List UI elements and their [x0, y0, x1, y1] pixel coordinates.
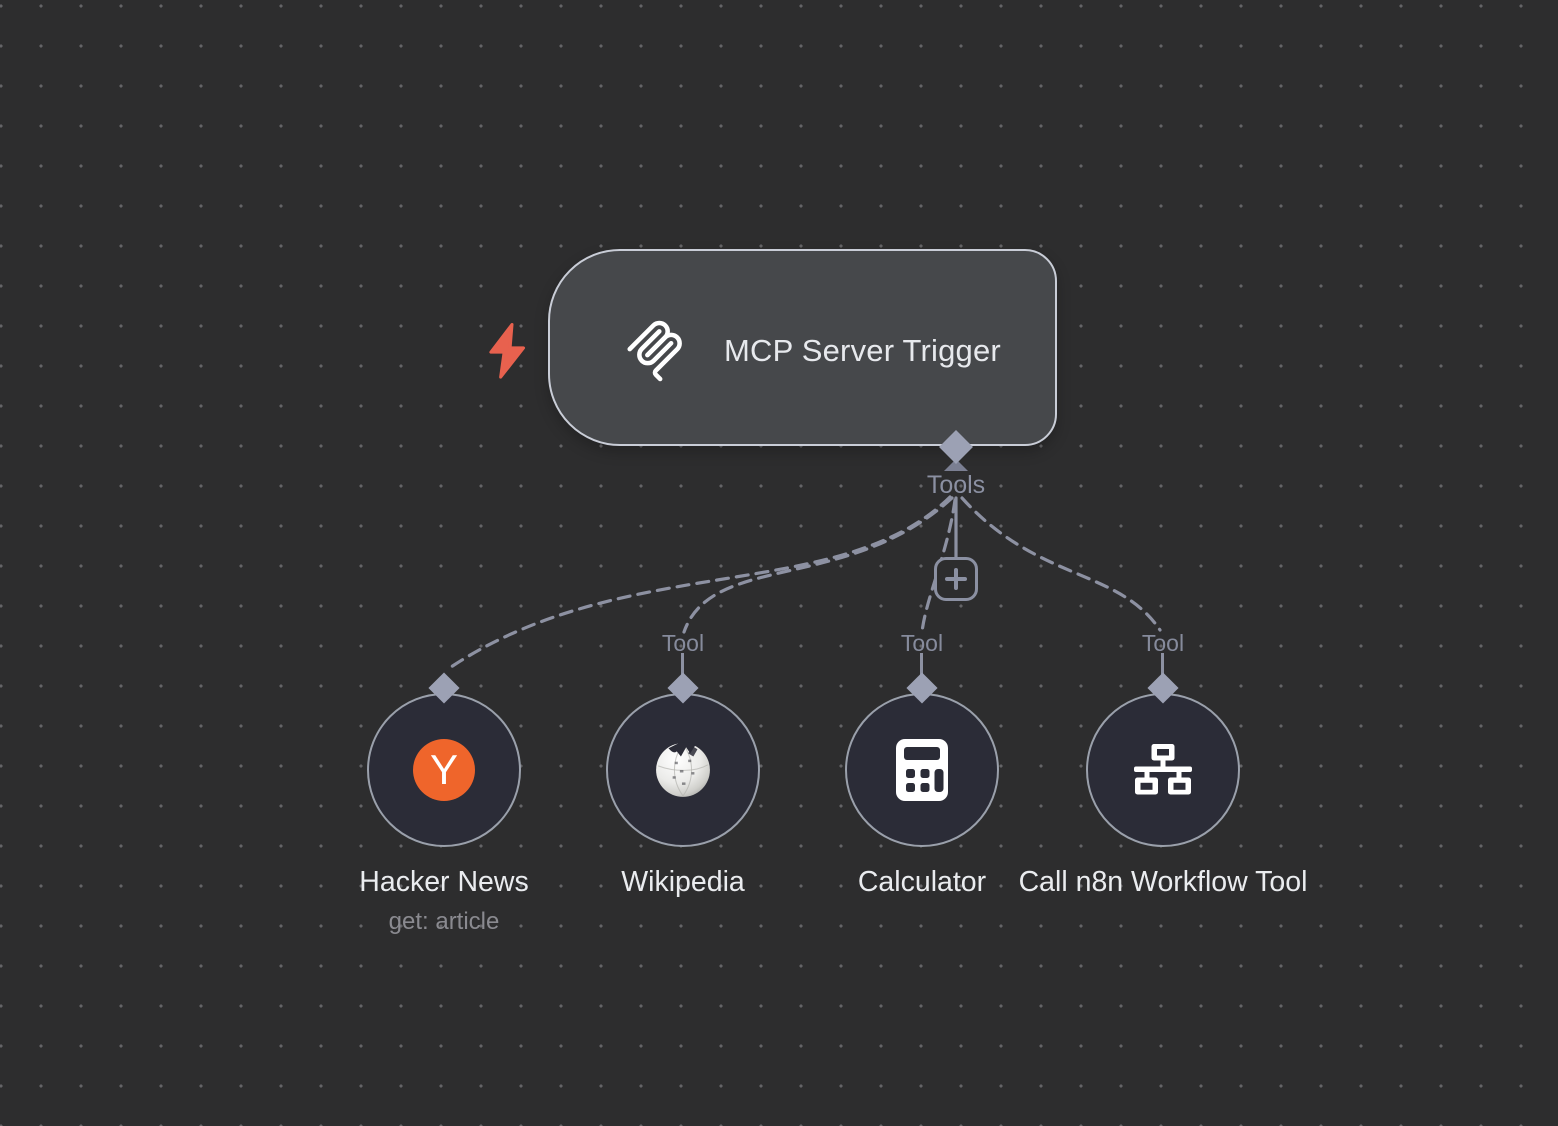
connection-wikipedia[interactable]	[682, 496, 954, 634]
tool-name-call-n8n-workflow-tool: Call n8n Workflow Tool	[1018, 866, 1308, 898]
port-stub-call-n8n-workflow-tool	[1161, 653, 1164, 675]
tool-node-wikipedia[interactable]	[606, 693, 760, 847]
tool-port-label-wikipedia: Tool	[661, 630, 705, 656]
workflow-sitemap-icon	[1134, 744, 1192, 795]
trigger-node-mcp-server[interactable]: MCP Server Trigger	[548, 249, 1057, 446]
tool-port-label-calculator: Tool	[900, 630, 944, 656]
tools-port-label: Tools	[926, 471, 986, 499]
port-stub-calculator	[920, 653, 923, 675]
plus-icon	[945, 568, 967, 590]
tool-name-calculator: Calculator	[857, 866, 987, 898]
connection-hacker-news[interactable]	[446, 495, 952, 671]
connection-call-n8n-workflow-tool[interactable]	[960, 496, 1162, 632]
calculator-icon	[896, 739, 948, 801]
port-stub-wikipedia	[681, 653, 684, 675]
lightning-bolt-icon	[489, 323, 526, 379]
tool-name-wikipedia: Wikipedia	[621, 866, 745, 898]
hacker-news-icon: Y	[413, 739, 475, 801]
tool-node-hacker-news[interactable]: Y	[367, 693, 521, 847]
tool-node-calculator[interactable]	[845, 693, 999, 847]
connection-calculator[interactable]	[920, 498, 957, 634]
trigger-title: MCP Server Trigger	[724, 333, 1001, 368]
tool-port-label-call-n8n-workflow-tool: Tool	[1141, 630, 1185, 656]
tool-name-hacker-news: Hacker News	[359, 866, 529, 898]
tool-node-call-n8n-workflow-tool[interactable]	[1086, 693, 1240, 847]
wikipedia-globe-icon	[656, 742, 710, 797]
mcp-logo-icon	[627, 320, 682, 382]
add-tool-button[interactable]	[934, 557, 978, 601]
tool-subtitle-hacker-news: get: article	[388, 908, 500, 935]
connection-arrow-icon	[944, 459, 968, 471]
